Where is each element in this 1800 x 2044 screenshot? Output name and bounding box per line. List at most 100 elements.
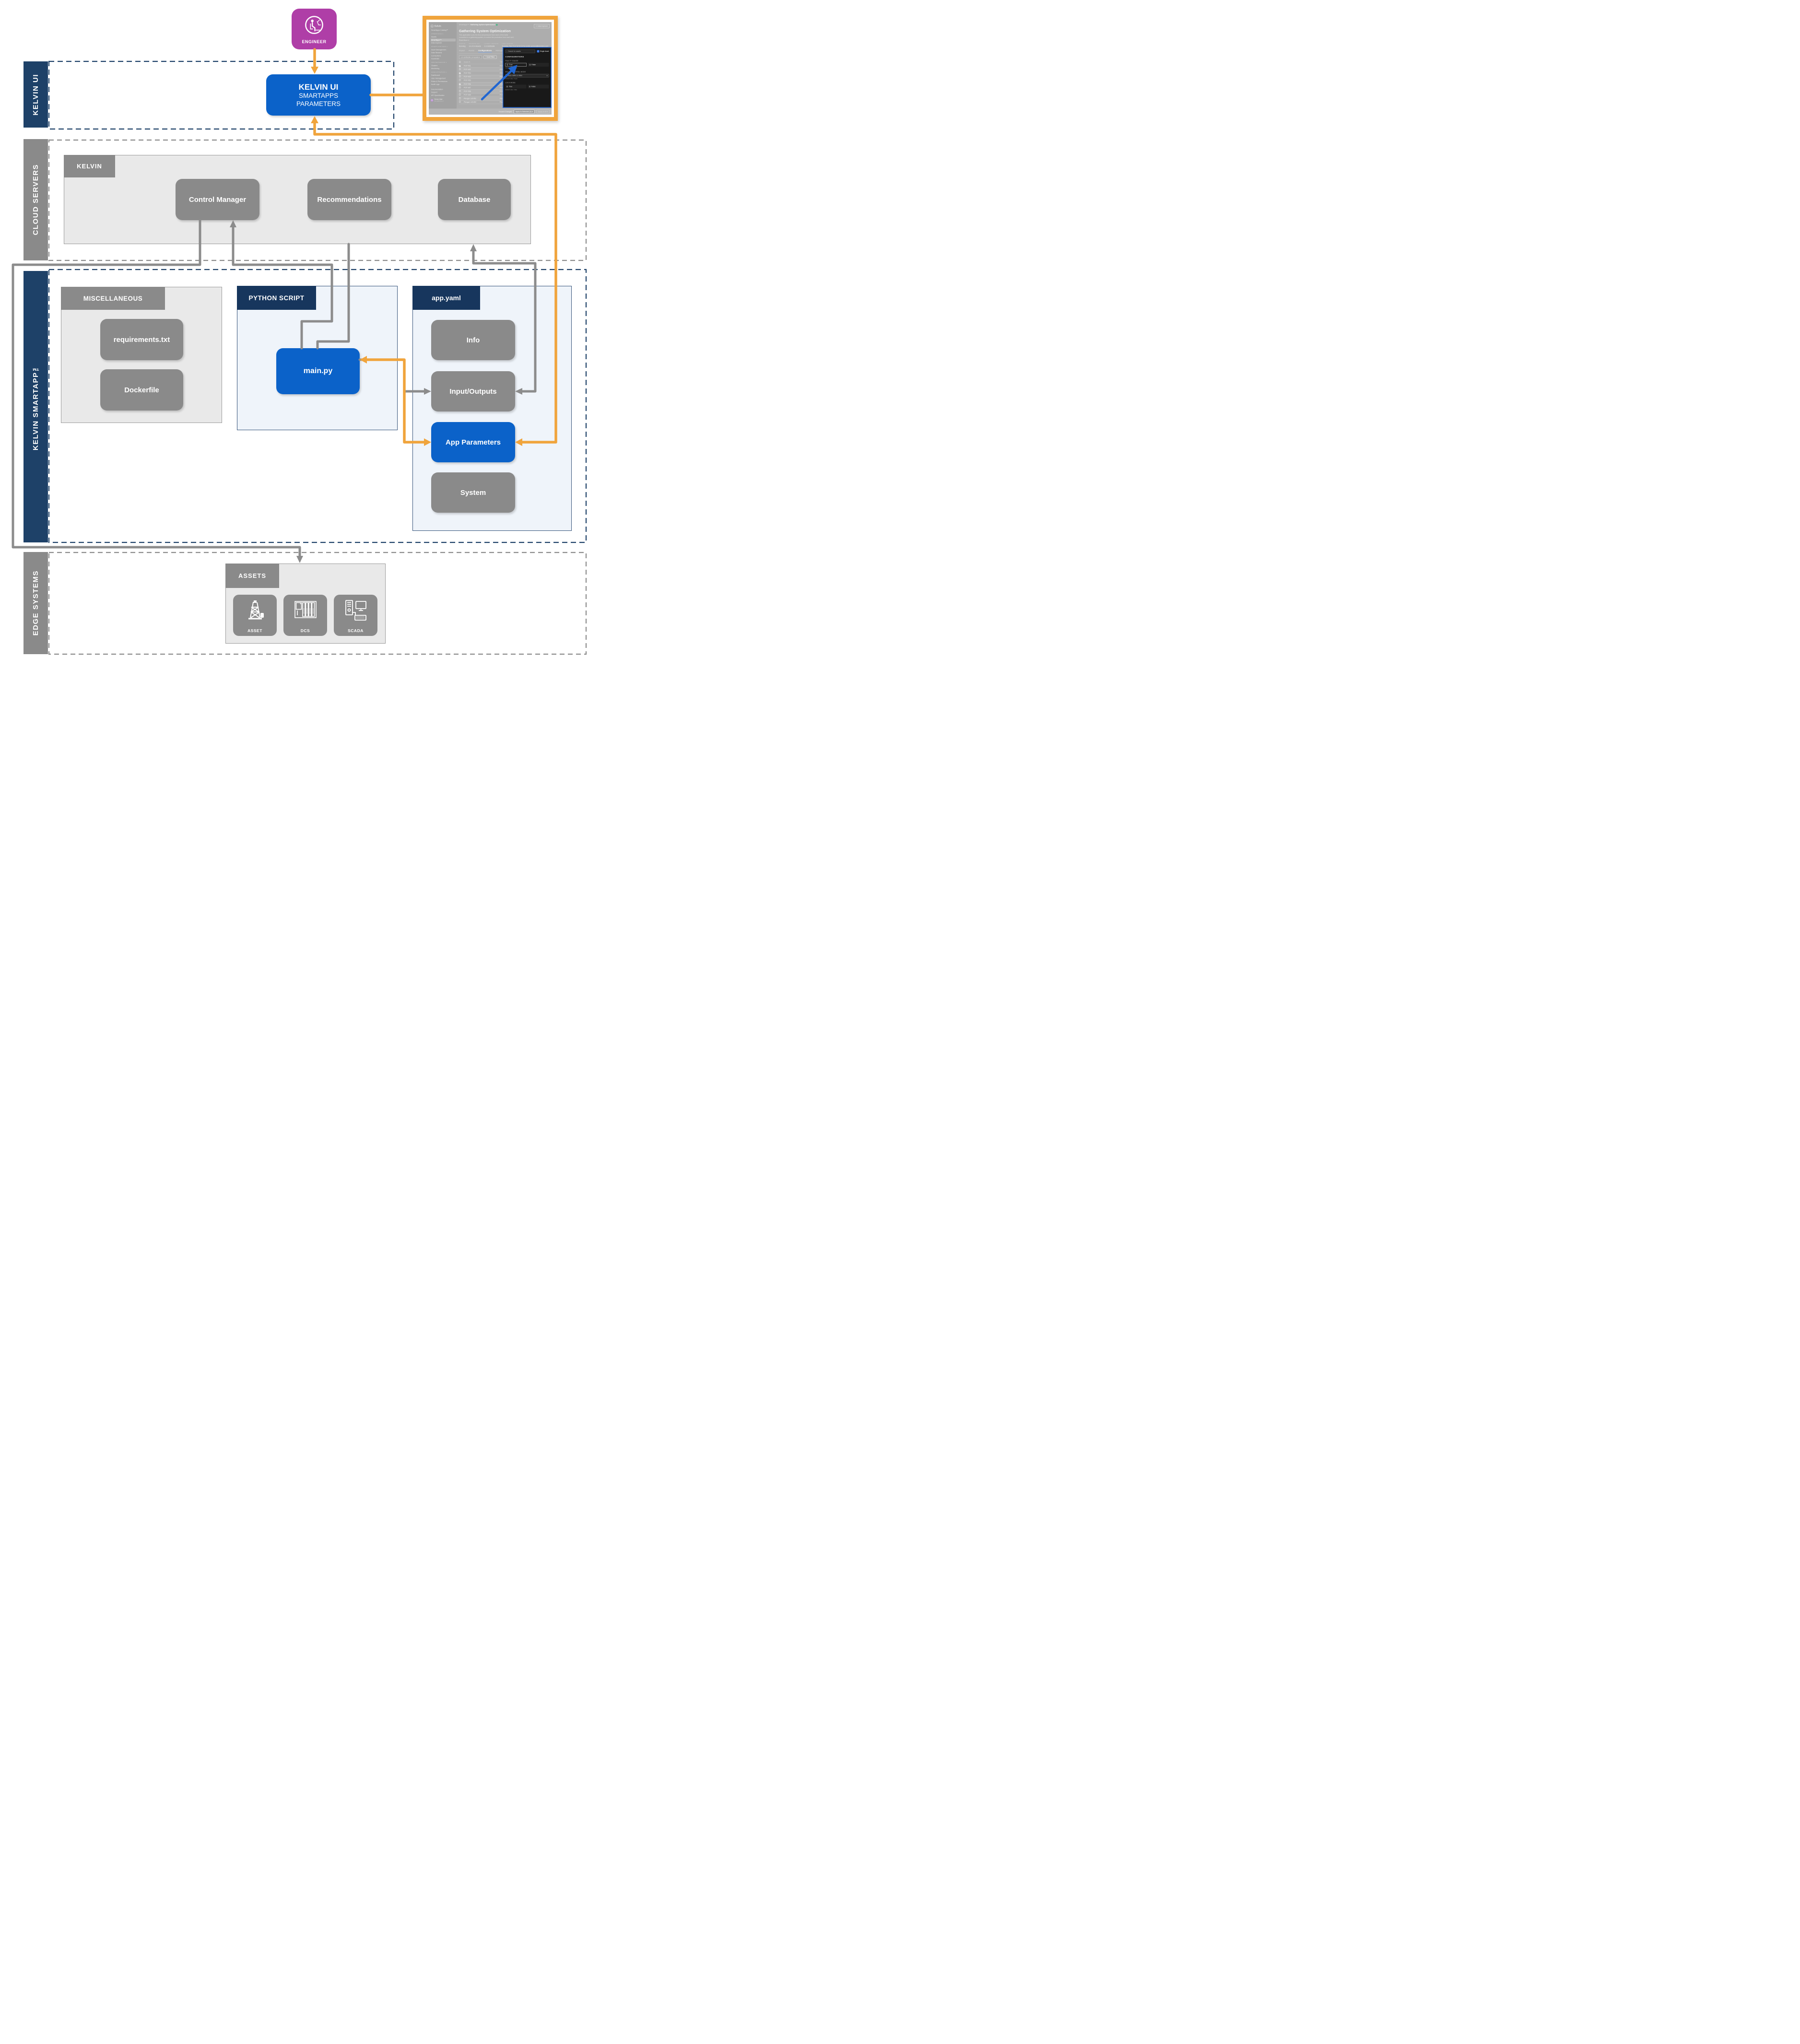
radio-icon	[529, 64, 531, 66]
kelvin-ui-smartapps-parameters-node: KELVIN UI SMARTAPPS PARAMETERS	[266, 74, 371, 116]
main-py-label: main.py	[303, 367, 333, 375]
faulty-gauge-true-radio: True	[505, 63, 527, 67]
tab: Impact	[459, 49, 465, 53]
main-py-node: main.py	[276, 348, 360, 394]
band-edge-systems: EDGE SYSTEMS	[24, 552, 48, 654]
read-more-link: Read More ∨	[459, 39, 470, 42]
add-filter-button: + Add Filter	[483, 55, 497, 59]
sidebar-item-label: User Management	[431, 77, 446, 80]
control-mode-select: Please define a value▾	[505, 74, 549, 78]
version-filter-chip: 1.0.11051108 | 14 assets ▾	[459, 55, 482, 59]
sidebar-item-label: OPERATIONS ∨	[431, 33, 444, 35]
sidebar-item-label: Audit Logs	[431, 83, 440, 86]
sidebar-item: ADMINISTRATION ∨	[431, 71, 457, 74]
col-type: Type	[500, 61, 504, 63]
discard-changes-button: Discard Changes	[498, 110, 512, 113]
band-kelvin-ui: KELVIN UI	[24, 61, 48, 128]
kelvin-ui-line1: KELVIN UI	[298, 82, 339, 92]
tab: Configurations	[478, 49, 492, 53]
scada-tile: SCADA	[334, 595, 377, 636]
sidebar-item: Roles & Permissions	[431, 80, 457, 83]
thumbnail-user: D Demo User demo@kelvin.ai	[431, 99, 457, 102]
sidebar-item-label: ADMINISTRATION ∨	[431, 71, 447, 73]
database-label: Database	[458, 195, 491, 204]
radio-false-label: False	[531, 85, 536, 88]
tab: Assets	[469, 49, 474, 53]
apply-to-selected-button: Apply to Selected (3) ▾	[514, 109, 535, 114]
panel-title: CONFIGURATIONS	[505, 56, 524, 58]
system-label: System	[460, 488, 486, 497]
row-checkbox	[459, 101, 461, 103]
asset-tile: ASSET	[233, 595, 277, 636]
latest-version-value: 1.0.11051108	[484, 45, 495, 47]
breadcrumb: SmartApps™ / Gathering System Optimizati…	[459, 24, 498, 26]
radio-true-label: True	[509, 64, 513, 66]
sidebar-item-label: Roles & Permissions	[431, 80, 447, 82]
band-cloud-servers: CLOUD SERVERS	[24, 139, 48, 260]
sidebar-item: Asset Management	[431, 48, 457, 51]
engineer-label: ENGINEER	[302, 39, 327, 44]
kelvin-ui-line3: PARAMETERS	[296, 100, 341, 107]
info-node: Info	[431, 320, 515, 360]
row-checkbox	[459, 90, 461, 92]
sidebar-item: Audit Logs	[431, 83, 457, 86]
sidebar-item: SmartApps™	[431, 38, 456, 42]
sidebar-item: Monitoring	[431, 67, 457, 70]
select-all-checkbox	[459, 61, 461, 63]
latest-version-label: LATEST VERSION	[484, 43, 499, 45]
thumbnail-footer-bar: Discard Changes Apply to Selected (3) ▾ …	[429, 108, 552, 115]
toggle-switch-icon: ✓	[537, 50, 540, 53]
kelvin-ui-line2: SMARTAPPS	[298, 92, 339, 99]
status-label: STATUS	[459, 43, 466, 45]
tab: Management	[495, 49, 506, 53]
app-description: This application uses the flow and press…	[459, 34, 550, 39]
sidebar-item-label: Connections	[431, 54, 441, 57]
search-input: ⌕Search for assets	[505, 49, 535, 53]
running-on-label: RUNNING ON	[469, 43, 480, 45]
lock-mode-false-radio: False	[528, 84, 549, 89]
single-asset-toggle: ✓Single Asset	[537, 50, 549, 53]
faulty-gauge-label: FAULTY GAUGE	[505, 60, 518, 62]
app-description-line2: connected to a gathering system, to cont…	[459, 36, 514, 38]
kelvin-cloud-header-label: KELVIN	[77, 163, 102, 170]
row-asset-name: PCP #53	[464, 71, 471, 74]
diagram-canvas: KELVIN UI CLOUD SERVERS KELVIN SMARTAPP™…	[0, 0, 600, 681]
page-title: Gathering System Optimization	[459, 29, 511, 33]
engineer-icon	[303, 14, 325, 38]
radio-selected-icon	[506, 64, 508, 66]
row-checkbox	[459, 94, 461, 96]
user-name: Demo User	[434, 98, 443, 101]
lock-mode-default: Default value: false	[505, 89, 518, 91]
row-asset-name: PCP #54	[464, 75, 471, 78]
sidebar-item-label: Data Streams	[431, 51, 442, 54]
sidebar-item: Documentation	[431, 88, 457, 91]
sidebar-item: Dashboard	[431, 74, 457, 77]
data-explorer-icon: ✦	[535, 25, 538, 27]
sidebar-item-label: Documentation	[431, 88, 443, 91]
recommendations-node: Recommendations	[307, 179, 391, 220]
arrowhead-into-database	[470, 244, 477, 251]
control-manager-node: Control Manager	[176, 179, 259, 220]
dcs-tile: DCS	[283, 595, 327, 636]
recommendations-label: Recommendations	[317, 195, 382, 204]
lock-mode-label: LOCK MODE	[505, 82, 516, 84]
app-description-line1: This application uses the flow and press…	[459, 34, 508, 36]
avatar: D	[431, 99, 434, 102]
row-checkbox	[459, 68, 461, 70]
lock-mode-true-radio: True	[505, 84, 527, 89]
python-script-header-label: PYTHON SCRIPT	[248, 294, 305, 302]
app-parameters-label: App Parameters	[445, 438, 501, 446]
row-asset-name: PCP #58	[464, 90, 471, 93]
control-mode-default: Default value: Open	[505, 78, 518, 80]
sidebar-item-label: API Specification	[431, 94, 445, 96]
band-cloud-servers-label: CLOUD SERVERS	[32, 164, 40, 235]
sidebar-item-label: Dashboard	[431, 74, 440, 77]
radio-icon	[506, 86, 508, 87]
data-explorer-label: Data Explorer	[537, 25, 548, 27]
faulty-gauge-false-radio: False	[528, 63, 549, 67]
kelvin-logo-text: Kelvin	[435, 24, 441, 28]
sidebar-item: OPERATIONS ∨	[431, 33, 457, 35]
dcs-tile-label: DCS	[300, 628, 310, 633]
row-asset-name: PCP #55	[464, 79, 471, 82]
